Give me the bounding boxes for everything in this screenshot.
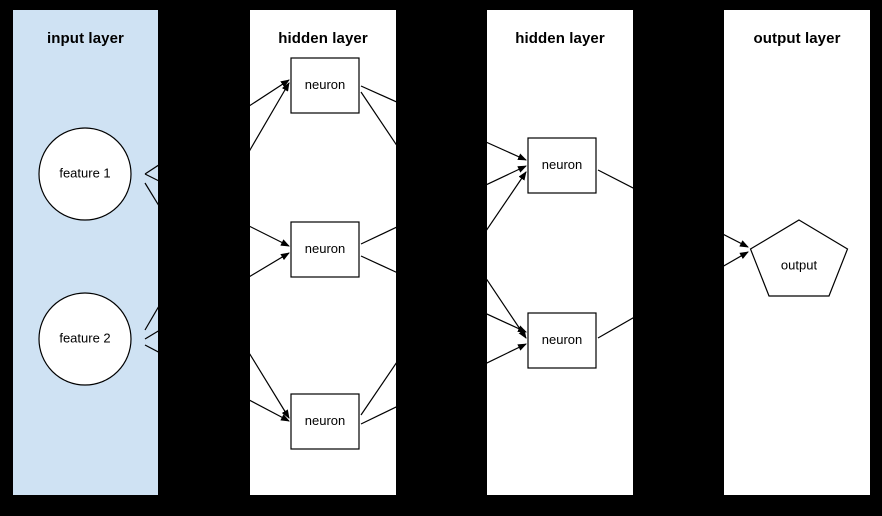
connection-edge <box>487 165 527 186</box>
layer-graphics-input-layer: feature 1 feature 2 <box>38 127 158 386</box>
connections-group <box>724 234 749 267</box>
connection-edge <box>487 171 527 231</box>
layer-panel-hidden-layer-1: neuron neuron neuron hidden layer <box>250 10 396 495</box>
node-label: neuron <box>542 157 582 172</box>
layer-panel-hidden-layer-2: neuron neuron hidden layer <box>487 10 633 495</box>
layer-panel-input-layer: feature 1 feature 2 input layer <box>13 10 158 495</box>
connection-edge <box>487 313 527 333</box>
connection-edge <box>724 234 749 248</box>
layer-title-hidden-layer-2: hidden layer <box>515 30 605 47</box>
node-label: neuron <box>305 77 345 92</box>
connections-group <box>144 164 158 353</box>
connection-edge <box>487 278 527 339</box>
node-hidden-layer-1-0[interactable] <box>290 57 360 114</box>
connection-edge <box>487 141 527 161</box>
connection-edge <box>360 226 396 245</box>
connections-group <box>487 141 633 364</box>
node-label: neuron <box>542 332 582 347</box>
layer-title-output-layer: output layer <box>753 30 841 47</box>
connections-group <box>250 79 396 425</box>
layer-title-hidden-layer-1: hidden layer <box>278 30 368 47</box>
connection-edge <box>144 173 158 182</box>
node-output-layer-0[interactable] <box>749 219 849 297</box>
connection-edge <box>250 353 290 419</box>
connection-edge <box>144 182 158 206</box>
node-input-layer-1[interactable] <box>38 292 132 386</box>
connection-edge <box>360 85 396 103</box>
node-label: feature 1 <box>59 165 110 180</box>
node-label: output <box>781 257 818 272</box>
node-hidden-layer-2-1[interactable] <box>527 312 597 369</box>
node-label: neuron <box>305 241 345 256</box>
connection-edge <box>144 306 158 331</box>
layer-title-input-layer: input layer <box>47 30 124 47</box>
layer-graphics-hidden-layer-1: neuron neuron neuron <box>250 57 396 450</box>
node-hidden-layer-1-1[interactable] <box>290 221 360 278</box>
connection-edge <box>360 91 396 146</box>
nodes-group-hidden-layer-1: neuron neuron neuron <box>290 57 360 450</box>
layer-graphics-output-layer: output <box>724 219 849 297</box>
connection-edge <box>487 343 527 364</box>
connection-edge <box>250 82 290 152</box>
connection-edge <box>360 406 396 425</box>
nodes-group-input-layer: feature 1 feature 2 <box>38 127 132 386</box>
node-label: feature 2 <box>59 330 110 345</box>
connection-edge <box>144 344 158 353</box>
connection-edge <box>360 362 396 416</box>
connection-edge <box>250 252 290 277</box>
connection-edge <box>597 317 633 339</box>
connection-edge <box>360 255 396 273</box>
nodes-group-hidden-layer-2: neuron neuron <box>527 137 597 369</box>
connection-edge <box>250 399 290 422</box>
layer-panel-output-layer: output output layer <box>724 10 870 495</box>
connection-edge <box>724 251 749 267</box>
node-hidden-layer-1-2[interactable] <box>290 393 360 450</box>
node-label: neuron <box>305 413 345 428</box>
connection-edge <box>597 169 633 189</box>
connection-edge <box>144 164 158 175</box>
connection-edge <box>250 79 290 107</box>
layer-graphics-hidden-layer-2: neuron neuron <box>487 137 633 369</box>
node-hidden-layer-2-0[interactable] <box>527 137 597 194</box>
connection-edge <box>250 225 290 247</box>
node-input-layer-0[interactable] <box>38 127 132 221</box>
nodes-group-output-layer: output <box>749 219 849 297</box>
